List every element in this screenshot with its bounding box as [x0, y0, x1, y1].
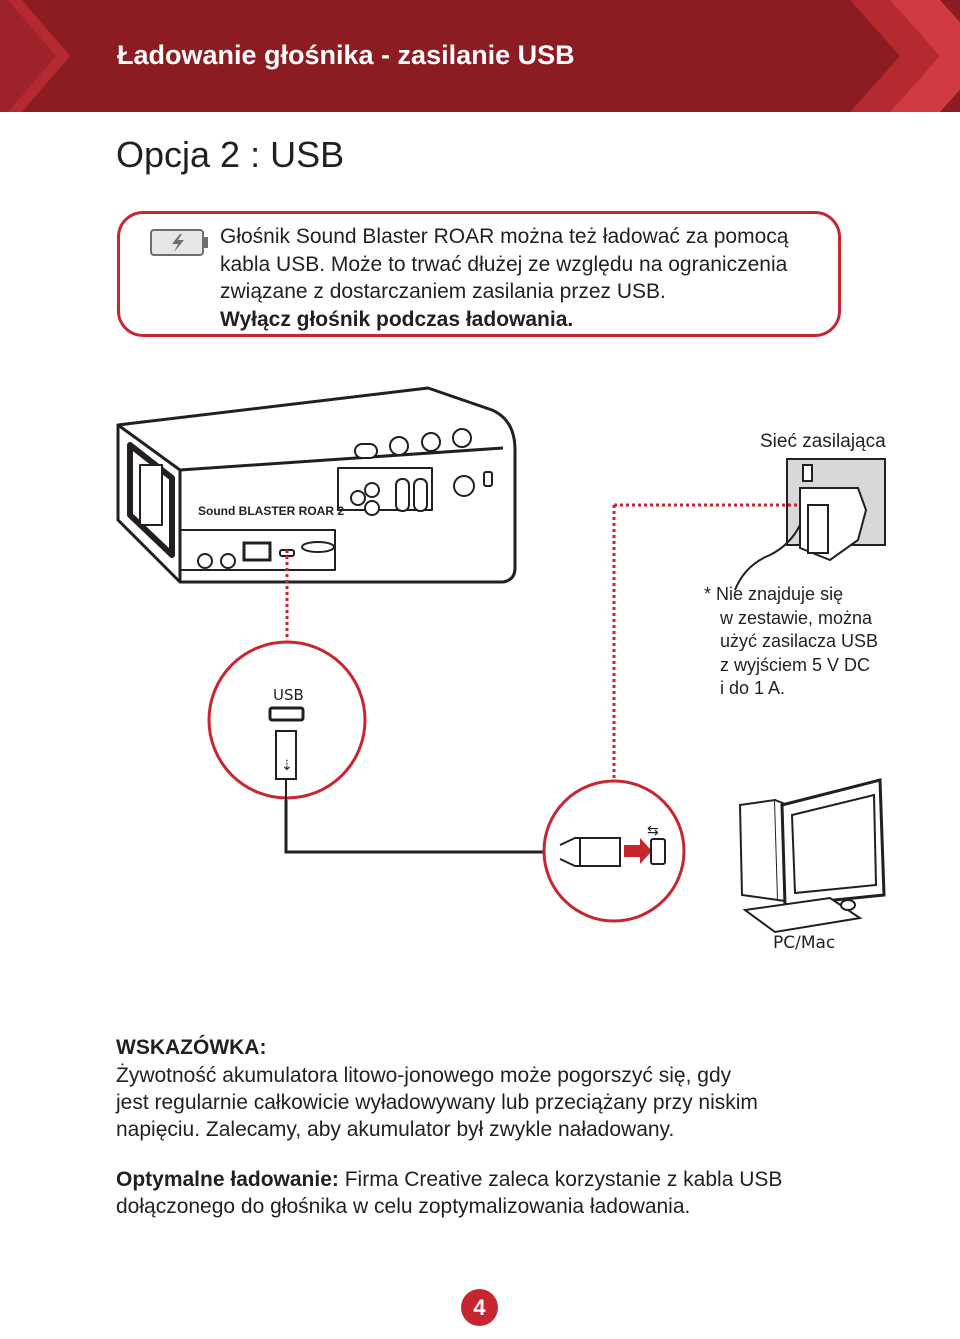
optimal-text-line2: dołączonego do głośnika w celu zoptymali… [116, 1195, 691, 1218]
tip-line: jest regularnie całkowicie wyładowywany … [116, 1091, 758, 1114]
usb-port-label: USB [273, 686, 304, 704]
note-box: Głośnik Sound Blaster ROAR można też ład… [117, 211, 841, 337]
footnote-line: w zestawie, można [720, 607, 873, 628]
power-outlet [734, 458, 886, 591]
battery-charging-icon [150, 229, 208, 256]
usb-charging-diagram: Sound BLASTER ROAR 2 ⇣ ⇆ [116, 386, 886, 934]
pc-label: PC/Mac [773, 933, 836, 953]
page-number: 4 [461, 1289, 498, 1326]
footnote-line: * Nie znajduje się [704, 584, 844, 604]
section-title: Opcja 2 : USB [116, 134, 345, 175]
header-banner: Ładowanie głośnika - zasilanie USB [0, 0, 960, 112]
note-line: Głośnik Sound Blaster ROAR można też ład… [220, 225, 789, 248]
optimal-text: Firma Creative zaleca korzystanie z kabl… [338, 1168, 783, 1191]
svg-text:⇆: ⇆ [647, 822, 659, 838]
adapter-footnote: * Nie znajduje się w zestawie, można uży… [704, 583, 878, 701]
speaker-brand: Sound BLASTER ROAR 2 [198, 504, 344, 518]
tip-heading: WSKAZÓWKA: [116, 1036, 267, 1059]
speaker-illustration [116, 386, 517, 584]
page-title: Ładowanie głośnika - zasilanie USB [117, 40, 575, 70]
tip-line: napięciu. Zalecamy, aby akumulator był z… [116, 1118, 675, 1141]
tip-line: Żywotność akumulatora litowo-jonowego mo… [116, 1064, 732, 1087]
pc-illustration [738, 778, 886, 934]
mains-label: Sieć zasilająca [760, 431, 886, 452]
footnote-line: z wyjściem 5 V DC [720, 654, 871, 675]
connection-lines [285, 503, 800, 787]
note-line: związane z dostarczaniem zasilania przez… [220, 280, 666, 303]
note-text: Głośnik Sound Blaster ROAR można też ład… [220, 223, 840, 333]
footnote-line: użyć zasilacza USB [720, 631, 879, 651]
note-warning: Wyłącz głośnik podczas ładowania. [220, 307, 574, 331]
optimal-label: Optymalne ładowanie: [116, 1168, 339, 1191]
footnote-line: i do 1 A. [720, 678, 786, 698]
note-line: kabla USB. Może to trwać dłużej ze wzglę… [220, 252, 788, 276]
optimal-charging: Optymalne ładowanie: Firma Creative zale… [116, 1166, 782, 1220]
usb-a-zoom: ⇆ [542, 779, 686, 923]
header-chevron-decor [0, 0, 960, 112]
micro-usb-zoom: ⇣ [207, 640, 367, 800]
svg-text:⇣: ⇣ [281, 757, 293, 773]
usb-cable [284, 800, 560, 854]
speaker-controls [197, 428, 493, 569]
tip-body: Żywotność akumulatora litowo-jonowego mo… [116, 1062, 758, 1143]
